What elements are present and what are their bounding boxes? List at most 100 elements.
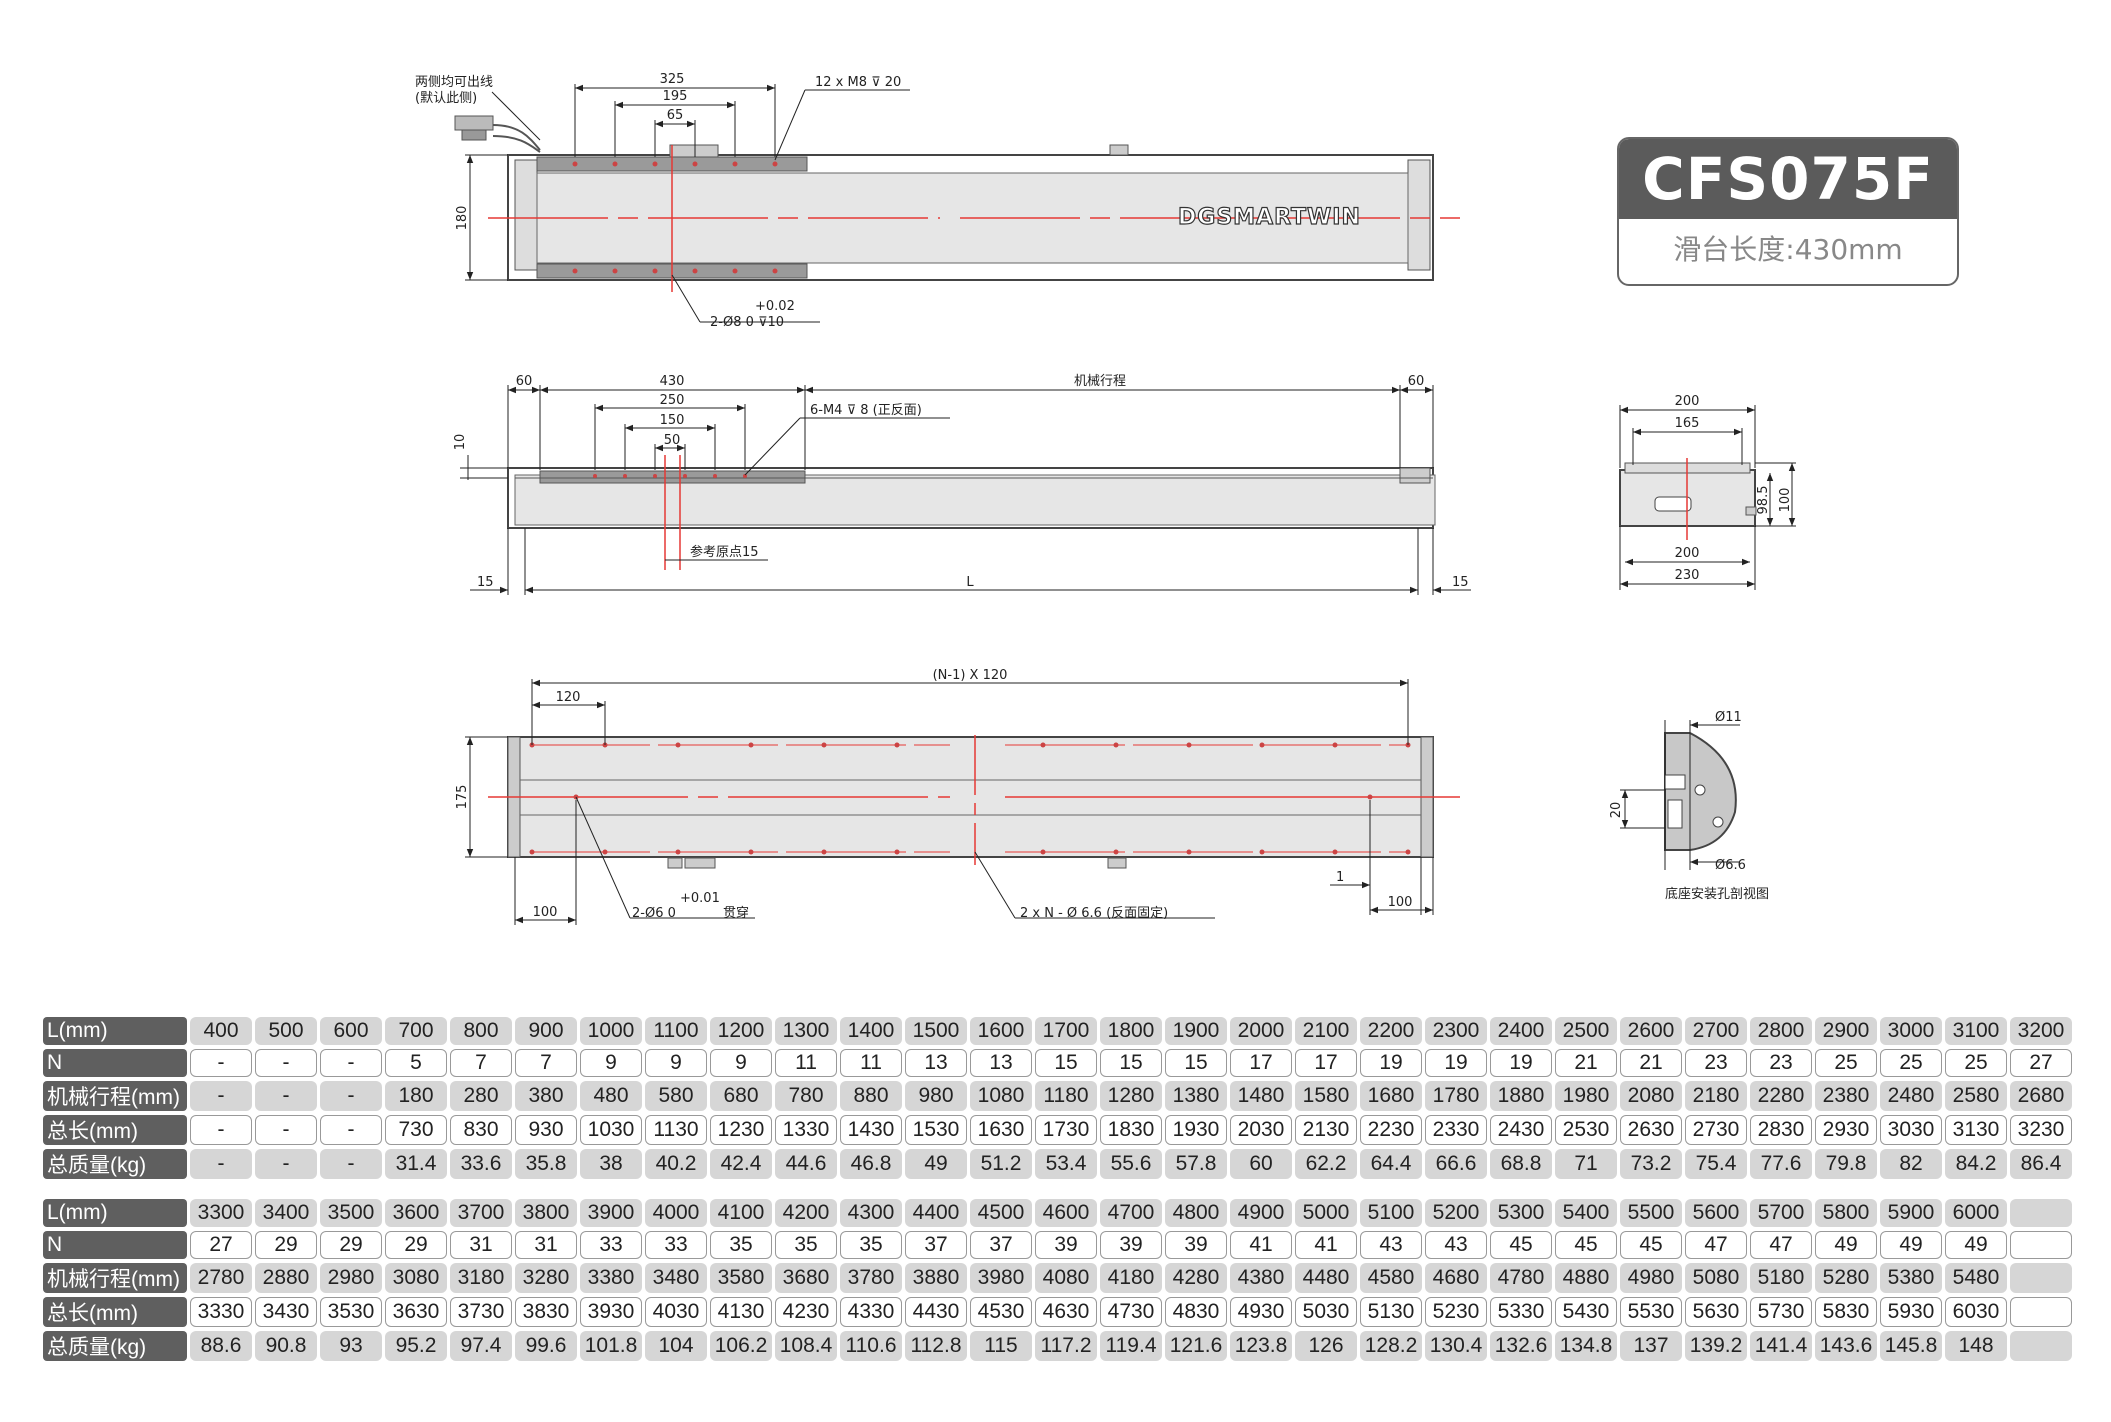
spec-cell: 2830: [1750, 1115, 1812, 1145]
spec-cell: 2230: [1360, 1115, 1422, 1145]
spec-cell: 1930: [1165, 1115, 1227, 1145]
spec-cell: 2880: [255, 1263, 317, 1293]
dim-165: 165: [1675, 416, 1700, 431]
spec-cell: 480: [580, 1081, 642, 1111]
spec-cell: 7: [450, 1049, 512, 1077]
spec-cell: 3230: [2010, 1115, 2072, 1145]
spec-cell: 780: [775, 1081, 837, 1111]
spec-cell: 1830: [1100, 1115, 1162, 1145]
spec-cell: 1400: [840, 1017, 902, 1045]
spec-cell: 41: [1295, 1231, 1357, 1259]
spec-cell: 43: [1360, 1231, 1422, 1259]
spec-cell: -: [320, 1115, 382, 1145]
spec-cell: 35: [775, 1231, 837, 1259]
spec-cell: 2730: [1685, 1115, 1747, 1145]
spec-cell: 3530: [320, 1297, 382, 1327]
spec-cell: 1000: [580, 1017, 642, 1045]
spec-cell: 5180: [1750, 1263, 1812, 1293]
spec-cell: 106.2: [710, 1331, 772, 1361]
spec-cell: 4830: [1165, 1297, 1227, 1327]
spec-cell: -: [255, 1081, 317, 1111]
spec-cell: 4230: [775, 1297, 837, 1327]
spec-cell: 2000: [1230, 1017, 1292, 1045]
dim-430: 430: [660, 374, 685, 389]
spec-cell: 4280: [1165, 1263, 1227, 1293]
spec-cell: 5380: [1880, 1263, 1942, 1293]
spec-cell: 132.6: [1490, 1331, 1552, 1361]
spec-cell: 112.8: [905, 1331, 967, 1361]
spec-cell: 4600: [1035, 1199, 1097, 1227]
spec-cell: 1480: [1230, 1081, 1292, 1111]
spec-cell: 35: [840, 1231, 902, 1259]
side-view: 60 430 机械行程 60 250 150 50 6-M4 ⊽ 8 (正反面)…: [453, 374, 1471, 595]
spec-cell: 3400: [255, 1199, 317, 1227]
spec-cell: 139.2: [1685, 1331, 1747, 1361]
spec-cell: 4080: [1035, 1263, 1097, 1293]
spec-cell: 180: [385, 1081, 447, 1111]
dim-pitch: (N-1) X 120: [933, 668, 1008, 683]
spec-cell: 88.6: [190, 1331, 252, 1361]
spec-cell: -: [320, 1049, 382, 1077]
spec-cell: 280: [450, 1081, 512, 1111]
spec-cell: 5600: [1685, 1199, 1747, 1227]
spec-cell: 57.8: [1165, 1149, 1227, 1179]
spec-row-header: 机械行程(mm): [43, 1081, 187, 1111]
bottom-view: (N-1) X 120 120 175 100 +0.01 2-Ø6 0 贯穿 …: [455, 668, 1460, 925]
spec-cell: 5230: [1425, 1297, 1487, 1327]
spec-cell: 19: [1425, 1049, 1487, 1077]
spec-cell: 1600: [970, 1017, 1032, 1045]
dim-mount: 2 x N - Ø 6.6 (反面固定): [1020, 906, 1168, 921]
dim-pin6-spec: 2-Ø6 0: [632, 906, 676, 921]
spec-cell: 75.4: [1685, 1149, 1747, 1179]
spec-cell: 119.4: [1100, 1331, 1162, 1361]
dim-holes-m8: 12 x M8 ⊽ 20: [815, 75, 901, 90]
spec-cell: 3500: [320, 1199, 382, 1227]
spec-cell: 2380: [1815, 1081, 1877, 1111]
spec-cell: 39: [1035, 1231, 1097, 1259]
spec-cell: 3800: [515, 1199, 577, 1227]
spec-cell: 15: [1165, 1049, 1227, 1077]
spec-cell: 3000: [1880, 1017, 1942, 1045]
spec-cell: 25: [1945, 1049, 2007, 1077]
spec-cell: 79.8: [1815, 1149, 1877, 1179]
spec-row-header: 总长(mm): [43, 1297, 187, 1327]
spec-cell: 5500: [1620, 1199, 1682, 1227]
spec-cell: 4930: [1230, 1297, 1292, 1327]
dim-325: 325: [660, 72, 685, 87]
spec-cell: 1880: [1490, 1081, 1552, 1111]
dim-60-left: 60: [516, 374, 533, 389]
spec-cell: 5900: [1880, 1199, 1942, 1227]
spec-cell: 71: [1555, 1149, 1617, 1179]
spec-cell: 90.8: [255, 1331, 317, 1361]
technical-drawing: 两侧均可出线 (默认此侧) DGSMARTWIN 325 195 65 12 x: [415, 72, 1796, 925]
spec-cell: 4500: [970, 1199, 1032, 1227]
dim-dia11: Ø11: [1715, 710, 1742, 725]
dim-pin6-tol: +0.01: [680, 891, 720, 906]
spec-cell: 27: [2010, 1049, 2072, 1077]
spec-cell: 15: [1100, 1049, 1162, 1077]
spec-cell: 3900: [580, 1199, 642, 1227]
spec-cell: 730: [385, 1115, 447, 1145]
spec-cell: 121.6: [1165, 1331, 1227, 1361]
spec-cell: 82: [1880, 1149, 1942, 1179]
spec-cell: 2530: [1555, 1115, 1617, 1145]
dim-pin-spec: 2-Ø8 0 ⊽10: [710, 315, 784, 330]
spec-cell: 680: [710, 1081, 772, 1111]
spec-cell: 3300: [190, 1199, 252, 1227]
dim-200-bottom: 200: [1675, 546, 1700, 561]
dim-180: 180: [455, 206, 470, 231]
spec-cell: 2180: [1685, 1081, 1747, 1111]
dim-230: 230: [1675, 568, 1700, 583]
spec-cell: 73.2: [1620, 1149, 1682, 1179]
spec-cell: 53.4: [1035, 1149, 1097, 1179]
spec-cell: 101.8: [580, 1331, 642, 1361]
dim-150: 150: [660, 413, 685, 428]
connector-icon: [454, 115, 494, 131]
spec-cell: 49: [1815, 1231, 1877, 1259]
spec-cell: 4200: [775, 1199, 837, 1227]
spec-cell: 1780: [1425, 1081, 1487, 1111]
spec-cell: 4330: [840, 1297, 902, 1327]
